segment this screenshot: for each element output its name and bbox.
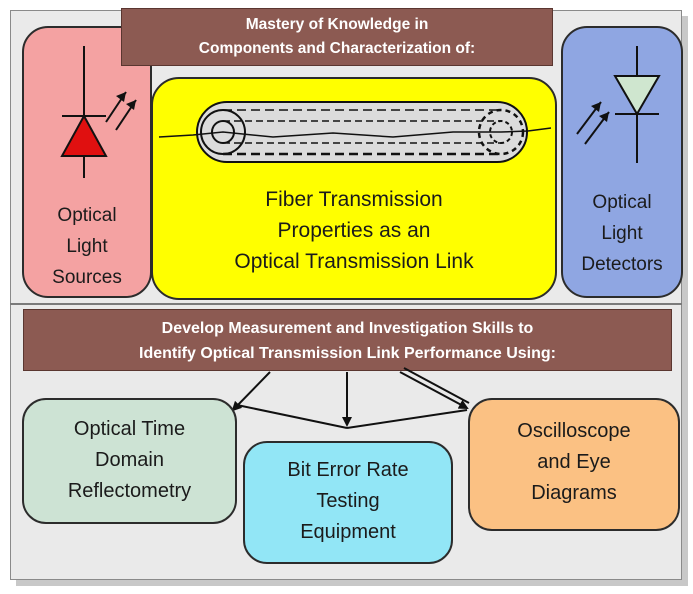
mastery-banner-line: Components and Characterization of: [198,40,476,57]
sources-label-line: Optical [57,205,117,226]
arrow-to-osc-a [399,371,469,409]
otdr-label-line: Reflectometry [67,480,192,502]
oscilloscope-label-line: Diagrams [531,482,617,504]
otdr-box: Optical Time Domain Reflectometry [22,398,237,524]
otdr-label-line: Optical Time [73,418,186,440]
detectors-label-line: Optical [592,192,652,213]
bert-label-line: Bit Error Rate [287,459,409,481]
fiber-label-line: Fiber Transmission [265,188,443,211]
mastery-banner: Mastery of Knowledge in Components and C… [121,8,553,66]
skills-banner-line: Develop Measurement and Investigation Sk… [161,320,534,337]
photodiode-icon [576,46,661,163]
oscilloscope-box: Oscilloscope and Eye Diagrams [468,398,680,531]
arrow-to-osc-b [403,367,470,404]
fiber-label-line: Optical Transmission Link [234,250,474,273]
link-otdr-bert [236,404,348,429]
fiber-label-line: Properties as an [277,219,431,242]
optical-light-detectors-box: Optical Light Detectors [561,26,683,298]
detectors-label-line: Detectors [581,254,663,275]
section-divider [10,303,682,305]
skills-banner: Develop Measurement and Investigation Sk… [23,309,672,371]
detectors-label-line: Light [601,223,643,244]
fiber-transmission-box: Fiber Transmission Properties as an Opti… [151,77,557,300]
bert-box: Bit Error Rate Testing Equipment [243,441,453,564]
sources-label-line: Sources [52,267,122,288]
otdr-label-line: Domain [95,449,164,471]
skills-banner-line: Identify Optical Transmission Link Perfo… [139,345,556,362]
bert-label-line: Testing [316,490,380,512]
optical-light-sources-box: Optical Light Sources [22,26,152,298]
optical-fiber-icon [158,101,552,163]
link-bert-osc [346,409,468,429]
bert-label-line: Equipment [300,521,396,543]
mastery-banner-line: Mastery of Knowledge in [245,16,429,33]
arrow-to-otdr [231,371,271,412]
oscilloscope-label-line: Oscilloscope [517,420,631,442]
laser-diode-icon [60,46,137,178]
oscilloscope-label-line: and Eye [537,451,611,473]
sources-label-line: Light [66,236,108,257]
